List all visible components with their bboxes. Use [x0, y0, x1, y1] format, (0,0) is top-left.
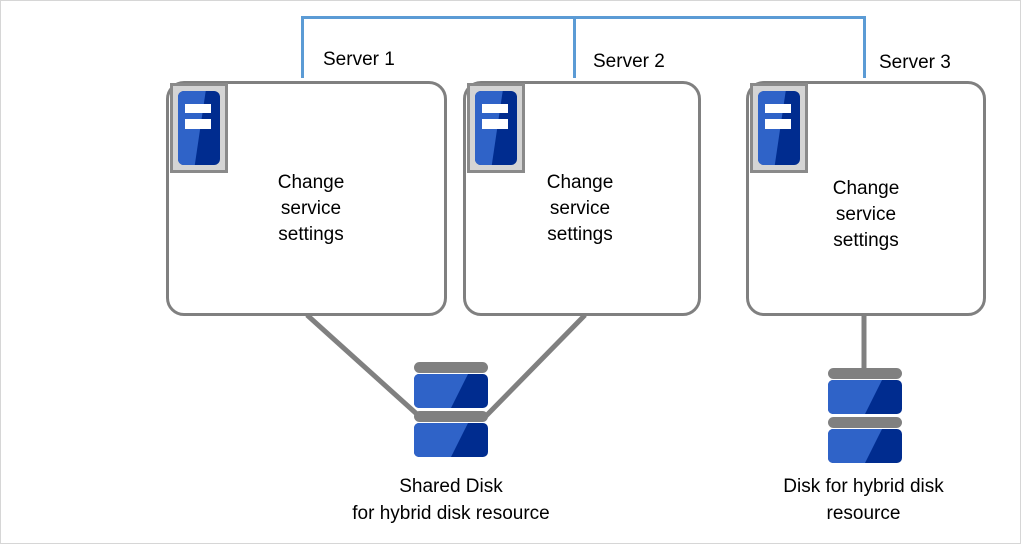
server-icon-bar-top	[482, 103, 509, 114]
server-icon-bar-top	[765, 103, 792, 114]
server-2-label: Server 2	[593, 51, 665, 72]
server-2-body-line-2: service	[549, 198, 611, 219]
server-3-label: Server 3	[879, 52, 951, 73]
disk-bar-middle	[828, 417, 902, 428]
server-icon	[467, 83, 525, 173]
local-disk-caption-line-2: resource	[826, 503, 901, 524]
server-3-body-text: Change service settings	[806, 176, 926, 254]
server-2-body-line-3: settings	[547, 224, 613, 245]
server-icon-chassis	[475, 91, 517, 165]
local-disk-caption-line-1: Disk for hybrid disk	[783, 476, 944, 497]
disk-platter-bottom	[828, 429, 902, 463]
server-3-body-line-3: settings	[833, 230, 899, 251]
disk-platter-bottom	[414, 423, 488, 457]
server-icon	[170, 83, 228, 173]
shared-disk-icon[interactable]	[414, 362, 488, 457]
server-1-body-line-3: settings	[278, 224, 344, 245]
disk-bar-top	[414, 362, 488, 373]
server-icon-bar-bottom	[765, 119, 792, 129]
server-3-body-line-1: Change	[832, 178, 900, 199]
local-disk-icon[interactable]	[828, 368, 902, 463]
connector-server-1-to-shared-disk	[305, 313, 421, 418]
group-bracket-leg-server-2	[573, 16, 576, 78]
server-icon	[750, 83, 808, 173]
shared-disk-caption-line-2: for hybrid disk resource	[352, 503, 550, 524]
server-2-body-line-1: Change	[546, 172, 614, 193]
shared-disk-caption: Shared Disk for hybrid disk resource	[271, 473, 631, 527]
server-1-label: Server 1	[323, 49, 395, 70]
disk-platter-top	[414, 374, 488, 408]
disk-bar-top	[828, 368, 902, 379]
group-bracket-leg-server-3	[863, 16, 866, 78]
server-1-body-line-2: service	[280, 198, 342, 219]
group-bracket-leg-server-1	[301, 16, 304, 78]
disk-bar-middle	[414, 411, 488, 422]
local-disk-caption: Disk for hybrid disk resource	[701, 473, 1020, 527]
server-2-body-text: Change service settings	[520, 170, 640, 248]
group-bracket-horizontal	[301, 16, 866, 19]
server-1-body-text: Change service settings	[251, 170, 371, 248]
server-icon-chassis	[758, 91, 800, 165]
server-3-body-line-2: service	[835, 204, 897, 225]
server-icon-bar-bottom	[482, 119, 509, 129]
server-icon-bar-bottom	[185, 119, 212, 129]
server-icon-bar-top	[185, 103, 212, 114]
server-2-box[interactable]	[463, 81, 701, 316]
server-1-body-line-1: Change	[277, 172, 345, 193]
disk-platter-top	[828, 380, 902, 414]
connector-server-2-to-shared-disk	[484, 313, 587, 418]
server-icon-chassis	[178, 91, 220, 165]
shared-disk-caption-line-1: Shared Disk	[399, 476, 503, 497]
